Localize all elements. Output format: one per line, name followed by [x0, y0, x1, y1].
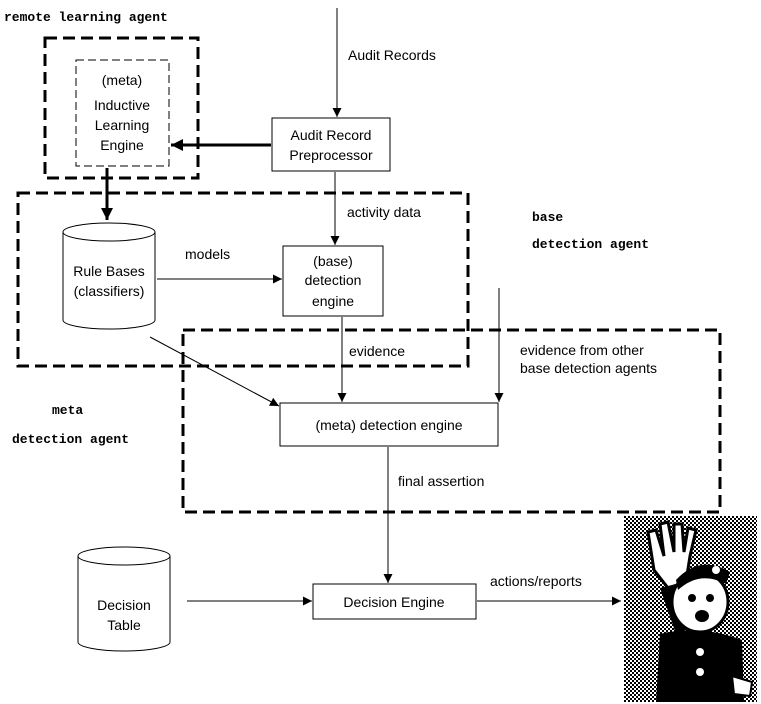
remote-agent-label: remote learning agent [4, 10, 168, 25]
meta-detection-engine-node: (meta) detection engine [279, 402, 499, 447]
meta-agent-label-line2: detection agent [12, 432, 129, 447]
rule-bases-line: Rule Bases [73, 263, 145, 279]
decision-engine-label: Decision Engine [343, 594, 444, 610]
police-officer-stop-icon [624, 516, 757, 702]
base-detection-agent-boundary [16, 191, 470, 368]
models-label: models [185, 246, 230, 262]
base-engine-line: engine [312, 293, 354, 309]
meta-engine-label: (meta) detection engine [315, 417, 462, 433]
rule-bases-line: (classifiers) [74, 283, 145, 299]
base-agent-label-line2: detection agent [532, 237, 649, 252]
rulebases-to-meta-arrow [149, 336, 280, 407]
final-assertion-label: final assertion [398, 473, 484, 489]
preprocessor-node: Audit Record Preprocessor [271, 117, 391, 172]
base-engine-line: detection [305, 272, 362, 288]
audit-records-label: Audit Records [348, 47, 436, 63]
learning-engine-node: (meta) Inductive Learning Engine [75, 59, 170, 167]
learning-engine-line: Engine [100, 137, 144, 153]
evidence-other-label-line2: base detection agents [520, 360, 657, 376]
remote-learning-agent-boundary [43, 36, 200, 180]
preprocessor-line: Audit Record [291, 127, 372, 143]
meta-agent-label-line1: meta [52, 403, 83, 418]
actions-reports-label: actions/reports [490, 573, 582, 589]
decision-engine-node: Decision Engine [312, 583, 477, 620]
decision-table-line: Decision [97, 597, 151, 613]
base-engine-line: (base) [313, 253, 353, 269]
base-agent-label-line1: base [532, 210, 563, 225]
evidence-other-label-line1: evidence from other [520, 342, 644, 358]
rule-bases-cylinder: Rule Bases (classifiers) [62, 222, 156, 330]
activity-data-label: activity data [347, 204, 421, 220]
decision-table-line: Table [107, 617, 141, 633]
evidence-label: evidence [349, 343, 405, 359]
learning-engine-line: Inductive [94, 97, 150, 113]
learning-engine-line: (meta) [102, 72, 142, 88]
base-detection-engine-node: (base) detection engine [282, 245, 384, 317]
preprocessor-line: Preprocessor [289, 147, 373, 163]
decision-table-cylinder: Decision Table [77, 546, 171, 652]
learning-engine-line: Learning [95, 117, 150, 133]
